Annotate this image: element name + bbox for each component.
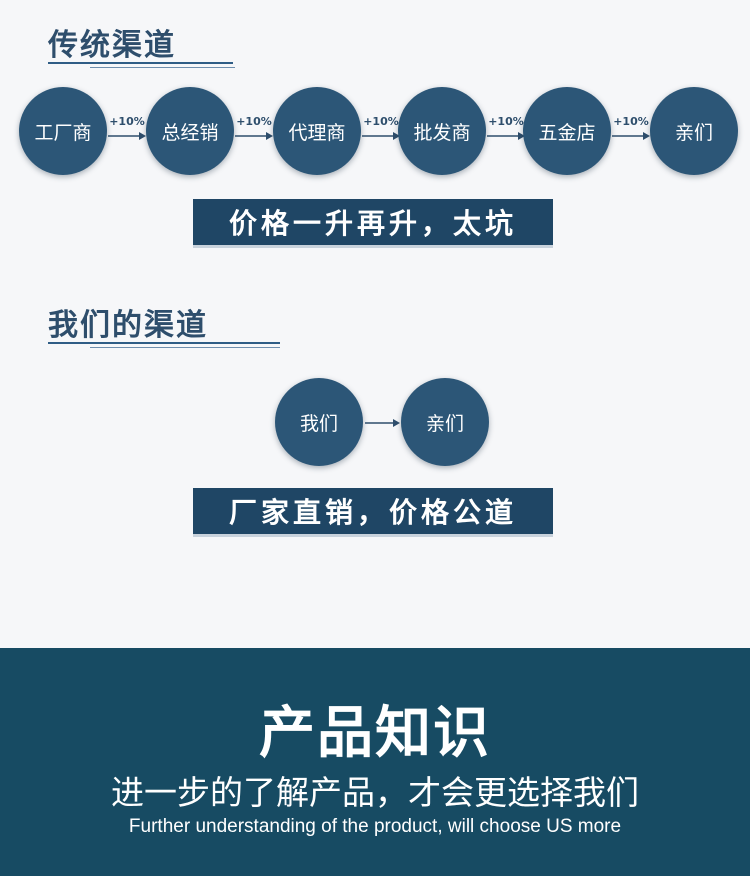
markup-label: +10%: [236, 115, 272, 128]
our-channel-title: 我们的渠道: [48, 308, 208, 343]
node-label: 工厂商: [34, 121, 92, 144]
arrow-right-icon: [235, 132, 273, 140]
markup-label: +10%: [488, 115, 524, 128]
markup-arrow: +10%: [107, 115, 147, 145]
node-hardware-store: 五金店: [523, 87, 611, 175]
node-factory: 工厂商: [19, 87, 107, 175]
traditional-title-underline: [48, 62, 233, 64]
node-label: 亲们: [674, 121, 713, 144]
node-us: 我们: [275, 378, 363, 466]
node-distributor: 总经销: [146, 87, 234, 175]
markup-arrow: +10%: [361, 115, 401, 145]
node-label: 总经销: [161, 121, 219, 144]
node-agent: 代理商: [273, 87, 361, 175]
arrow-right-icon: [108, 132, 146, 140]
node-label: 代理商: [288, 121, 346, 144]
our-price-banner: 厂家直销，价格公道: [193, 488, 553, 537]
traditional-title-underline-2: [90, 67, 235, 68]
footer-english-subtitle: Further understanding of the product, wi…: [128, 816, 622, 837]
our-banner-text: 厂家直销，价格公道: [228, 496, 517, 529]
markup-arrow: +10%: [611, 115, 651, 145]
node-customers: 亲们: [650, 87, 738, 175]
node-label: 亲们: [425, 412, 464, 435]
node-label: 批发商: [413, 121, 471, 144]
arrow-right-icon: [365, 419, 400, 427]
traditional-channel-title: 传统渠道: [48, 28, 176, 63]
markup-arrow: +10%: [234, 115, 274, 145]
node-wholesaler: 批发商: [398, 87, 486, 175]
markup-label: +10%: [109, 115, 145, 128]
markup-label: +10%: [613, 115, 649, 128]
node-label: 我们: [299, 412, 338, 435]
arrow-right-icon: [612, 132, 650, 140]
markup-label: +10%: [363, 115, 399, 128]
node-customers-direct: 亲们: [401, 378, 489, 466]
node-label: 五金店: [538, 121, 596, 144]
traditional-price-banner: 价格一升再升，太坑: [193, 199, 553, 248]
traditional-banner-text: 价格一升再升，太坑: [228, 207, 517, 240]
our-title-underline: [48, 342, 280, 344]
footer-subtitle: 进一步的了解产品，才会更选择我们: [111, 773, 639, 812]
arrow-right-icon: [487, 132, 525, 140]
product-knowledge-footer: 产品知识 进一步的了解产品，才会更选择我们 Further understand…: [0, 648, 750, 876]
footer-title: 产品知识: [259, 701, 491, 766]
arrow-right-icon: [362, 132, 400, 140]
our-title-underline-2: [90, 347, 280, 348]
markup-arrow: +10%: [486, 115, 526, 145]
